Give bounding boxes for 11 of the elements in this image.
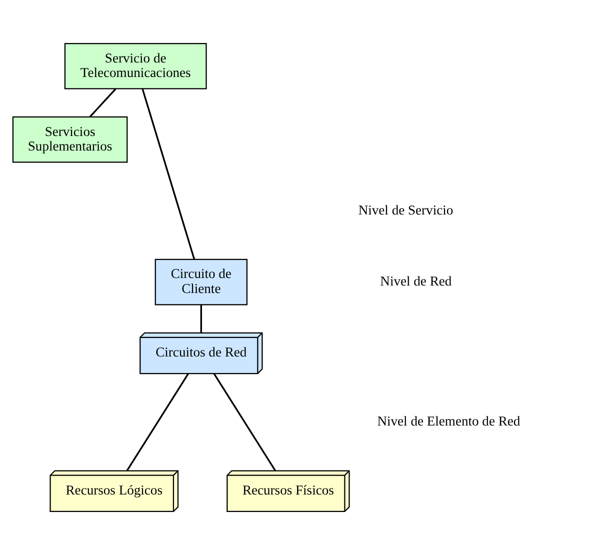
label: Nivel de Elemento de Red: [377, 414, 520, 429]
node-box: Circuito de Cliente: [154, 258, 248, 306]
connector: [200, 304, 202, 333]
connector: [142, 88, 196, 260]
connector: [213, 373, 276, 472]
label: Nivel de Servicio: [358, 202, 454, 218]
node-box: Servicio de Telecomunicaciones: [64, 42, 207, 90]
connector: [126, 373, 190, 472]
label: Nivel de Red: [380, 274, 452, 289]
node-box: Servicios Suplementarios: [12, 116, 128, 163]
connector: [89, 88, 116, 118]
